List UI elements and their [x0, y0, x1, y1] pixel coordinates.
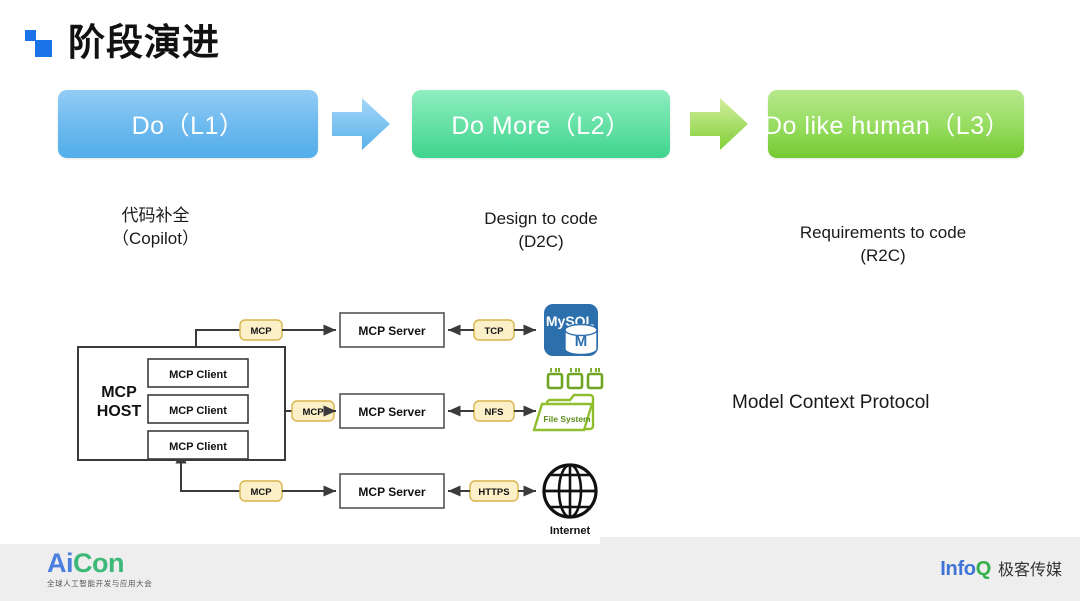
stage-caption-l1: 代码补全 （Copilot） — [112, 206, 199, 248]
mcp-link-label-2: MCP — [302, 407, 324, 418]
mcp-server-label-2: MCP Server — [358, 405, 425, 419]
stage-box-l2: Do More（L2） — [412, 90, 670, 158]
mysql-badge: M — [575, 333, 588, 350]
stage-label-l1: Do（L1） — [131, 112, 245, 140]
aicon-logo-subtitle: 全球人工智能开发与应用大会 — [47, 579, 153, 589]
footer-notch — [0, 537, 600, 544]
arrow-l1-to-l2-icon — [330, 96, 392, 152]
infoq-logo-cn: 极客传媒 — [997, 562, 1062, 579]
stage-label-l3: Do like human（L3） — [764, 112, 1011, 140]
mcp-server-label-3: MCP Server — [358, 485, 425, 499]
blue-squares-logo-icon — [24, 28, 54, 58]
internet-label: Internet — [550, 525, 591, 537]
protocol-label-https: HTTPS — [478, 487, 509, 498]
stage-label-l2: Do More（L2） — [451, 112, 631, 140]
infoq-logo-q: Q — [975, 558, 992, 580]
mcp-host-label-line2: HOST — [97, 403, 142, 420]
stage-box-l3: Do like human（L3） — [764, 90, 1024, 158]
arrow-l2-to-l3-icon — [688, 96, 750, 152]
stage-caption-l3: Requirements to code (R2C) — [799, 223, 967, 265]
protocol-label-tcp: TCP — [485, 326, 505, 337]
footer-band — [0, 537, 1080, 601]
mcp-link-label-3: MCP — [250, 487, 272, 498]
stage-box-l1: Do（L1） — [58, 90, 318, 158]
mcp-architecture-diagram: MCP HOST MCP Client MCP Client MCP Clien… — [70, 296, 615, 541]
aicon-logo: AiCon 全球人工智能开发与应用大会 — [47, 549, 247, 589]
mcp-link-label-1: MCP — [250, 326, 272, 337]
mcp-host-label-line1: MCP — [101, 384, 137, 401]
file-system-icon: File System — [532, 368, 604, 432]
infoq-logo: InfoQ 极客传媒 — [940, 556, 1062, 581]
mcp-server-label-1: MCP Server — [358, 324, 425, 338]
aicon-logo-ai: Ai — [47, 548, 74, 578]
infoq-logo-info: Info — [940, 558, 976, 580]
model-context-protocol-note: Model Context Protocol — [732, 392, 930, 413]
protocol-label-nfs: NFS — [485, 407, 504, 418]
mysql-icon: MySQL M — [544, 304, 598, 356]
stage-caption-l2: Design to code (D2C) — [484, 209, 598, 251]
mcp-client-label-1: MCP Client — [169, 369, 227, 381]
mcp-client-label-2: MCP Client — [169, 405, 227, 417]
page-title: 阶段演进 — [68, 22, 220, 63]
file-system-label: File System — [543, 414, 591, 424]
aicon-logo-con: Con — [73, 548, 124, 578]
mcp-client-label-3: MCP Client — [169, 441, 227, 453]
slide-title-row: 阶段演进 — [24, 24, 220, 61]
internet-globe-icon: Internet — [542, 463, 598, 537]
